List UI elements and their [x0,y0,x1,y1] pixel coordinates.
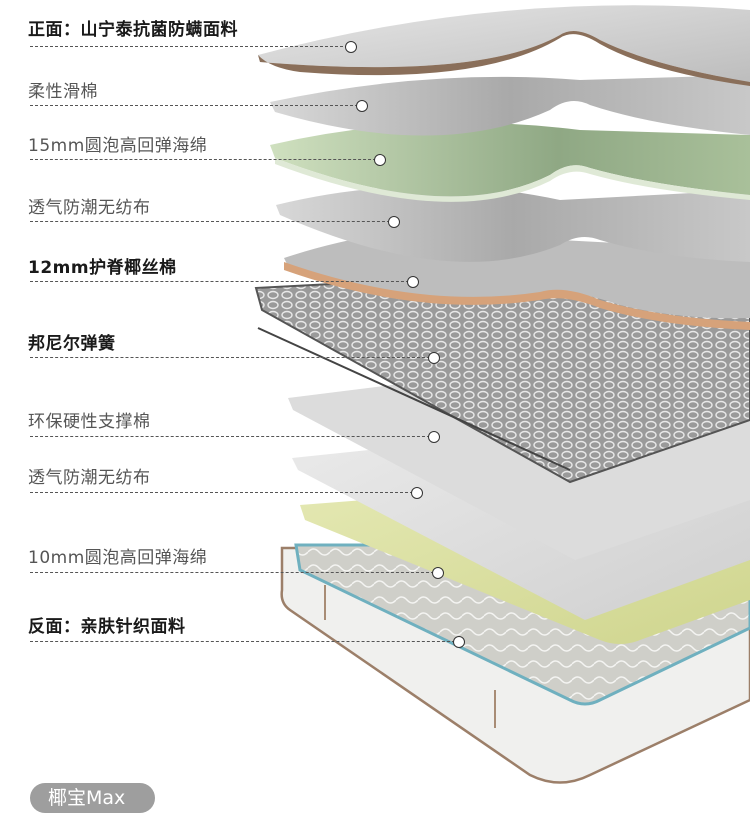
callout-dot [356,100,368,112]
leader-line [30,436,430,437]
layer-label-nonwoven-lower: 透气防潮无纺布 [28,468,151,488]
leader-line [30,572,434,573]
layer-label-10mm-foam: 10mm圆泡高回弹海绵 [28,548,208,568]
layer-label-top-fabric: 正面：山宁泰抗菌防螨面料 [28,20,238,40]
callout-dot [411,487,423,499]
leader-line [30,46,348,47]
product-name-tag: 椰宝Max [30,783,155,813]
leader-line [30,159,376,160]
leader-line [30,281,409,282]
layer-nonwoven-upper [276,186,750,262]
callout-dot [453,636,465,648]
layer-label-bottom-fabric: 反面：亲肤针织面料 [28,617,186,637]
layer-bonnell-spring [254,260,750,484]
layer-label-support-cotton: 环保硬性支撑棉 [28,412,151,432]
leader-line [30,105,358,106]
leader-line [30,492,413,493]
layer-label-soft-cotton: 柔性滑棉 [28,82,98,102]
callout-dot [432,567,444,579]
callout-dot [428,431,440,443]
layer-top-fabric [258,5,750,86]
callout-dot [428,352,440,364]
callout-dot [388,216,400,228]
leader-line [30,641,455,642]
callout-dot [374,154,386,166]
callout-dot [345,41,357,53]
layer-label-15mm-foam: 15mm圆泡高回弹海绵 [28,136,208,156]
leader-line [30,221,390,222]
layer-label-bonnell-spring: 邦尼尔弹簧 [28,334,116,354]
leader-line [30,357,430,358]
callout-dot [407,276,419,288]
layer-soft-cotton [270,75,750,136]
layer-green-foam [270,122,750,202]
layer-label-nonwoven-upper: 透气防潮无纺布 [28,198,151,218]
layer-label-coir: 12mm护脊椰丝棉 [28,258,177,278]
